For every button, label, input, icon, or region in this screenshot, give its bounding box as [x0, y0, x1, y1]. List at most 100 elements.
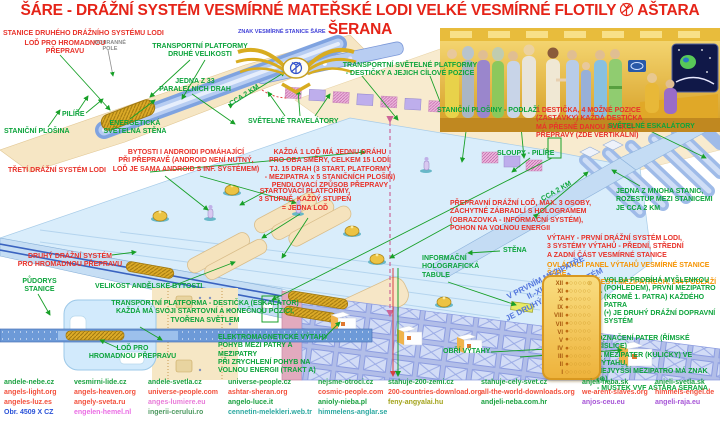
- footer-link[interactable]: all-the-world-downloads.org: [481, 389, 575, 396]
- footer-column: andele-svetla.cz universe-people.com ang…: [148, 378, 218, 418]
- footer-link[interactable]: universe-people.com: [148, 389, 219, 396]
- footer-column: universe-people.cz ashtar-sheran.org ang…: [228, 378, 312, 418]
- label-bytosti-androidi: BYTOSTI I ANDROIDI POMÁHAJÍCÍ PŘI PŘEPRA…: [112, 149, 260, 173]
- console-scene: [628, 43, 719, 118]
- label-lod-hromadna-top: LOĎ PRO HROMADNOU PŘEPRAVU: [24, 40, 106, 56]
- measure-arrows: [227, 71, 589, 219]
- footer-link[interactable]: himmels-engel.de: [655, 389, 715, 396]
- label-startovaci: STARTOVACÍ PLATFORMY, 3 STUPNĚ, KAŽDÝ ST…: [258, 188, 352, 212]
- panel-row[interactable]: VII●○○○○○: [555, 320, 592, 328]
- panel-row[interactable]: VI●○○○○○: [557, 328, 592, 336]
- protective-field-arrow: [107, 49, 115, 77]
- label-volba: VOLBA PROBÍHÁ MYŠLENKOU (POHLEDEM), PRVN…: [604, 277, 716, 326]
- sare-station-emblem: [235, 47, 357, 95]
- panel-row[interactable]: V●○○○○○: [558, 336, 592, 344]
- label-elektromagneticke: ELEKTROMAGNETICKÉ VÝTAHY POHYB MEZI PATR…: [218, 334, 329, 374]
- footer-column: anjeli-neba.sk we-arent-slaves.org anjos…: [582, 378, 648, 408]
- label-energeticka-stena: ENERGETICKÁ SVĚTELNÁ STĚNA: [103, 120, 167, 136]
- label-vytahy: VÝTAHY - PRVNÍ DRÁŽNÍ SYSTÉM LODI, 3 SYS…: [547, 235, 684, 259]
- panel-row[interactable]: IX●○○○○○: [557, 304, 592, 312]
- label-ochranne-pole: OCHRANNÉ POLE: [94, 40, 126, 53]
- dome-transport-ships: [151, 184, 453, 308]
- page-title: ŠÁRE - DRÁŽNÍ SYSTÉM VESMÍRNÉ MATEŘSKÉ L…: [0, 2, 720, 38]
- footer-link[interactable]: vesmirni-lide.cz: [74, 379, 127, 386]
- label-jedna-z-33: JEDNA Z 33 PARALELNÍCH DRAH: [159, 78, 231, 94]
- label-transportni-desticka: TRANSPORTNÍ PLATFORMA - DESTIČKA (ESKALÁ…: [111, 300, 299, 324]
- title-part2: AŠTARA ŠERANA: [327, 2, 700, 39]
- footer-column: andele-nebe.cz angels-light.org angeles-…: [4, 378, 57, 418]
- panel-row[interactable]: XI●○○○○○: [557, 287, 592, 296]
- mass-transport-ship-in-edge: [125, 261, 175, 279]
- panel-row[interactable]: XII●○○○○⊛: [555, 279, 593, 288]
- label-svetelne-eskalatory: SVĚTELNÉ ESKALÁTORY: [608, 123, 695, 130]
- footer-link[interactable]: ingerii-cerului.ro: [148, 409, 204, 416]
- footer-link[interactable]: we-arent-slaves.org: [582, 389, 648, 396]
- footer-link[interactable]: stahuje-200-zemi.cz: [388, 379, 454, 386]
- label-pilire: PILÍŘE: [62, 111, 85, 118]
- footer-link[interactable]: stahuje-cely-svet.cz: [481, 379, 548, 386]
- panel-row[interactable]: I○○○○○○: [561, 368, 592, 377]
- footer-link[interactable]: engelen-hemel.nl: [74, 409, 132, 416]
- label-velikost: VELIKOST ANDĚLSKÉ BYTOSTI: [95, 283, 203, 290]
- panel-row[interactable]: VIII●○○○○○: [553, 312, 592, 320]
- footer-link[interactable]: cosmic-people.com: [318, 389, 384, 396]
- footer-link[interactable]: andele-svetla.cz: [148, 379, 202, 386]
- mass-transport-ship-on-tube: [100, 99, 156, 131]
- footer-link[interactable]: anioly-nieba.pl: [318, 399, 368, 406]
- console-desk: [640, 94, 718, 118]
- footer-link[interactable]: anjeli-svetla.sk: [655, 379, 705, 386]
- footer-link[interactable]: angels-heaven.org: [74, 389, 136, 396]
- label-sloupy-pilire: SLOUPY - PILÍŘE: [497, 150, 555, 157]
- ashtar-title-icon: [619, 2, 634, 21]
- footer-link[interactable]: angeli-raja.eu: [655, 399, 701, 406]
- footer-link[interactable]: universe-people.cz: [228, 379, 292, 386]
- platform-tile-brackets: [261, 137, 562, 323]
- annotation-arrows: [37, 54, 707, 358]
- label-transportni-svetelne: TRANSPORTNÍ SVĚTELNÉ PLATFORMY - DESTIČK…: [342, 62, 478, 78]
- label-informacni-tabule: INFORMAČNÍ HOLOGRAFICKÁ TABULE: [422, 255, 480, 279]
- giant-elevator-cube-2: [618, 341, 653, 367]
- panel-row[interactable]: X●○○○○○: [558, 295, 592, 304]
- footer-link[interactable]: andjeli-neba.com.hr: [481, 399, 548, 406]
- footer-link[interactable]: 200-countries-download.org: [388, 389, 482, 396]
- footer-link[interactable]: anjeli-neba.sk: [582, 379, 629, 386]
- label-lod-hromadna-bottom: LOĎ PRO HROMADNOU PŘEPRAVU: [88, 345, 177, 361]
- footer-link[interactable]: cennetin-melekleri.web.tr: [228, 409, 313, 416]
- vertical-transport-path: [386, 116, 401, 377]
- footer-image-number: Obr. 4509 X CZ: [4, 409, 54, 416]
- footer-column: stahuje-200-zemi.cz 200-countries-downlo…: [388, 378, 482, 408]
- footer-link[interactable]: anjos-ceu.eu: [582, 399, 625, 406]
- pink-platform-tiles: [284, 86, 543, 172]
- label-prepravni-lod: PŘEPRAVNÍ DRÁŽNÍ LOĎ, MAX. 3 OSOBY, ZÁCH…: [450, 200, 592, 232]
- footer-link[interactable]: ashtar-sheran.org: [228, 389, 288, 396]
- elevator-control-panel: XII●○○○○⊛ XI●○○○○○ X●○○○○○ IX●○○○○○ VIII…: [542, 275, 601, 380]
- footer-link[interactable]: himmelens-anglar.se: [318, 409, 388, 416]
- footer-link[interactable]: angelo-luce.it: [228, 399, 274, 406]
- label-kazda-lod: KAŽDÁ 1 LOĎ MÁ JEDNU DRÁHU PRO OBA SMĚRY…: [264, 149, 396, 189]
- label-obri-vytahy: OBŘÍ VÝTAHY: [443, 348, 491, 355]
- label-znak-caption: ZNAK VESMÍRNÉ STANICE ŠÁRE: [238, 29, 326, 35]
- panel-row[interactable]: III●○○○○○: [557, 352, 592, 360]
- footer-column: anjeli-svetla.sk himmels-engel.de angeli…: [655, 378, 714, 408]
- footer-link[interactable]: andele-nebe.cz: [4, 379, 55, 386]
- footer-column: nejsme-otroci.cz cosmic-people.com aniol…: [318, 378, 387, 418]
- footer-link[interactable]: anges-lumiere.eu: [148, 399, 206, 406]
- footer-link[interactable]: feny-angyalai.hu: [388, 399, 444, 406]
- panel-row[interactable]: IV●○○○○○: [557, 344, 592, 352]
- floor-plan-ship: [65, 330, 125, 341]
- footer-link[interactable]: angels-light.org: [4, 389, 57, 396]
- red-dashed-path: [261, 89, 289, 99]
- station-floor-plan: [0, 288, 373, 380]
- footer-column: vesmirni-lide.cz angels-heaven.org angel…: [74, 378, 136, 418]
- label-treti-drazni: TŘETÍ DRÁŽNÍ SYSTÉM LODI: [8, 167, 106, 174]
- label-jedna-z-mnoha: JEDNA Z MNOHA STANIC, ROZESTUP MEZI STAN…: [616, 188, 713, 212]
- panel-row[interactable]: II●○○○○○: [559, 360, 592, 368]
- rail-ship-cylinder: [287, 290, 349, 310]
- label-transportni-platformy-druhe: TRANSPORTNÍ PLATFORMY DRUHÉ VELIKOSTI: [152, 43, 248, 59]
- footer-column: stahuje-cely-svet.cz all-the-world-downl…: [481, 378, 575, 408]
- footer-link[interactable]: angeles-luz.es: [4, 399, 52, 406]
- footer-link[interactable]: angely-sveta.ru: [74, 399, 126, 406]
- footer-link[interactable]: nejsme-otroci.cz: [318, 379, 374, 386]
- label-stena: STĚNA: [503, 247, 527, 254]
